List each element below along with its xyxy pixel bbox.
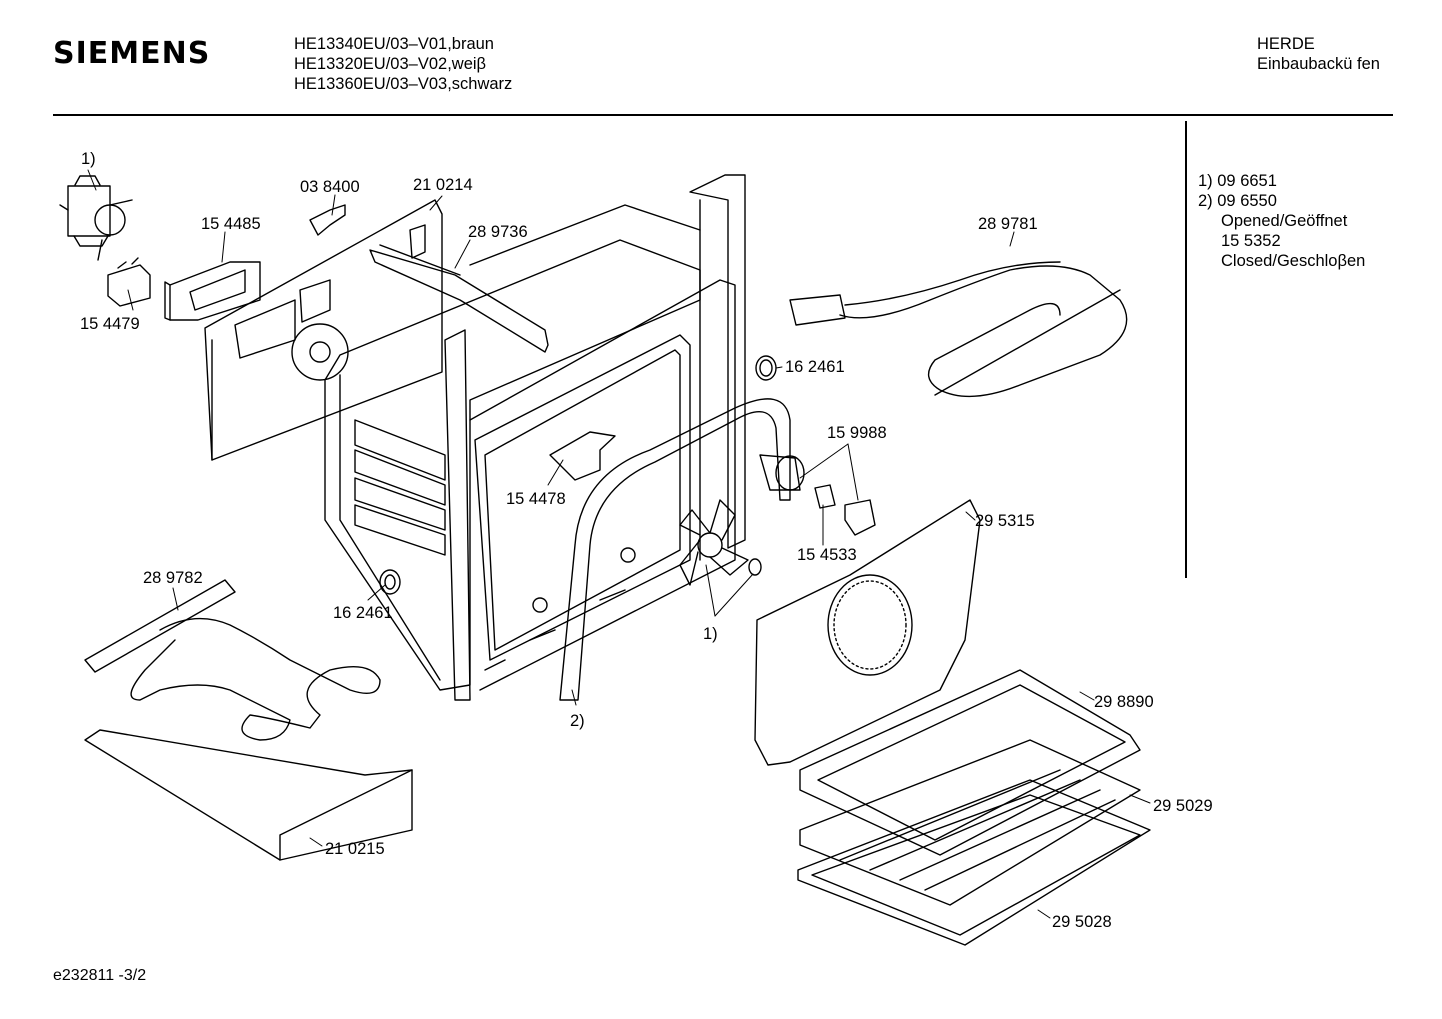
- part-label: 29 5315: [975, 512, 1035, 530]
- part-label: 1): [81, 150, 96, 168]
- part-label: 1): [703, 625, 718, 643]
- hinge-bracket: [550, 432, 615, 480]
- wire-rack: [800, 740, 1140, 905]
- category-line: HERDE: [1257, 35, 1315, 53]
- part-label: 21 0215: [325, 840, 385, 858]
- model-list: HE13340EU/03–V01,braun HE13320EU/03–V02,…: [294, 34, 512, 94]
- part-label: 29 8890: [1094, 693, 1154, 711]
- notes-divider: [1185, 121, 1187, 578]
- note-line: 1) 09 6651: [1198, 172, 1277, 190]
- model-line: HE13320EU/03–V02,weiβ: [294, 55, 487, 73]
- selector-switch: [60, 176, 132, 260]
- part-label: 16 2461: [785, 358, 845, 376]
- document-id: e232811 -3/2: [53, 967, 147, 984]
- notes-panel: 1) 09 6651 2) 09 6550 Opened/Geöffnet 15…: [1198, 171, 1365, 271]
- top-heating-element: [370, 245, 548, 352]
- part-label: 29 5028: [1052, 913, 1112, 931]
- note-line: Opened/Geöffnet: [1221, 212, 1348, 230]
- note-line: Closed/Geschloβen: [1221, 252, 1366, 270]
- part-label: 2): [570, 712, 585, 730]
- part-label: 28 9781: [978, 215, 1038, 233]
- note-line: 15 5352: [1221, 232, 1281, 250]
- side-bracket: [690, 175, 745, 548]
- grommet: [756, 356, 776, 380]
- rear-wall-panel: [755, 500, 980, 765]
- oven-cavity: [325, 205, 700, 690]
- part-label: 21 0214: [413, 176, 473, 194]
- part-label: 28 9782: [143, 569, 203, 587]
- door-seal: [560, 399, 790, 700]
- oven-lamp: [760, 455, 804, 490]
- header-divider: [53, 114, 1393, 116]
- fan-nut: [749, 559, 761, 575]
- part-label: 15 4478: [506, 490, 566, 508]
- part-label: 03 8400: [300, 178, 360, 196]
- part-label: 29 5029: [1153, 797, 1213, 815]
- part-label: 28 9736: [468, 223, 528, 241]
- model-line: HE13360EU/03–V03,schwarz: [294, 75, 513, 93]
- grill-pan: [798, 780, 1150, 945]
- switch-bracket: [165, 262, 260, 320]
- part-label: 15 4533: [797, 546, 857, 564]
- clip: [310, 205, 345, 235]
- lamp-bulb: [815, 485, 835, 508]
- bottom-frame: [85, 730, 412, 860]
- part-label: 16 2461: [333, 604, 393, 622]
- grill-element: [790, 262, 1127, 396]
- part-label: 15 4485: [201, 215, 261, 233]
- lamp-cover: [845, 500, 875, 535]
- grommet-lower: [380, 570, 400, 594]
- convection-fan: [680, 500, 748, 585]
- thermostat-connector: [108, 258, 150, 306]
- rear-panel: [205, 200, 442, 460]
- brand-logo: SIEMENS: [53, 36, 211, 71]
- note-line: 2) 09 6550: [1198, 192, 1277, 210]
- lower-heating-element: [85, 580, 380, 740]
- category: HERDE Einbaubackü fen: [1257, 34, 1380, 74]
- baking-tray: [800, 670, 1140, 855]
- leader-lines: [88, 170, 1150, 918]
- category-line: Einbaubackü fen: [1257, 55, 1380, 73]
- part-label: 15 9988: [827, 424, 887, 442]
- part-label: 15 4479: [80, 315, 140, 333]
- model-line: HE13340EU/03–V01,braun: [294, 35, 494, 53]
- front-frame: [445, 280, 735, 700]
